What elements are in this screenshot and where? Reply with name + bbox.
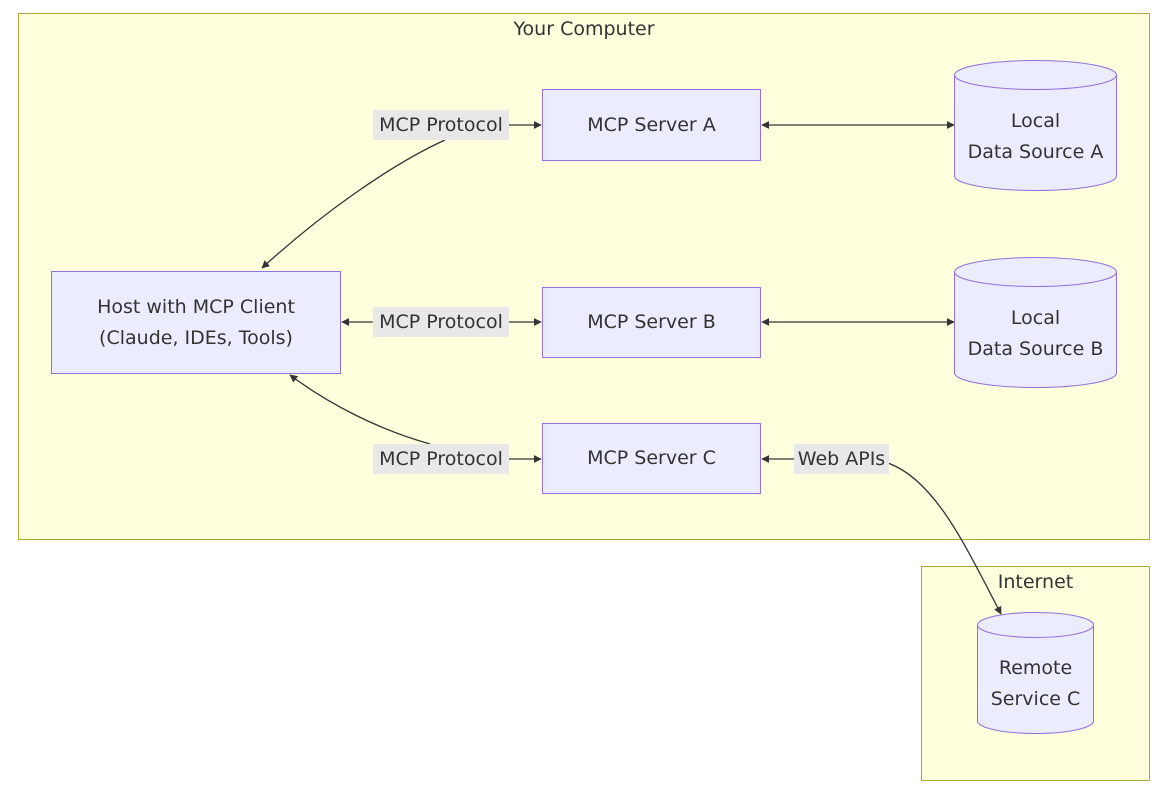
edge-host-to-server-c-curve [289, 374, 431, 445]
edge-host-to-server-a-curve [261, 139, 446, 269]
server-c-node[interactable]: MCP Server C [542, 423, 761, 494]
edge-web-apis-to-remote-c-curve [887, 462, 1002, 615]
host-node[interactable]: Host with MCP Client (Claude, IDEs, Tool… [51, 271, 341, 374]
server-a-node[interactable]: MCP Server A [542, 89, 761, 161]
host-node-line1: Host with MCP Client [97, 295, 295, 318]
server-a-label: MCP Server A [587, 113, 716, 136]
your-computer-title: Your Computer [513, 18, 655, 40]
remote-c-line2: Service C [990, 688, 1081, 710]
source-a-database[interactable]: Local Data Source A [954, 60, 1117, 191]
edge-label-protocol-c: MCP Protocol [373, 444, 509, 474]
edge-label-protocol-a: MCP Protocol [373, 110, 509, 140]
server-b-label: MCP Server B [587, 311, 716, 333]
remote-c-line1: Remote [998, 657, 1073, 679]
edge-label-protocol-b: MCP Protocol [373, 307, 509, 337]
internet-group: Internet [921, 566, 1150, 781]
edge-label-web-apis: Web APIs [794, 444, 889, 474]
source-a-line2: Data Source A [967, 141, 1104, 163]
host-node-line2: (Claude, IDEs, Tools) [99, 326, 293, 349]
internet-title: Internet [997, 571, 1074, 593]
source-b-line2: Data Source B [967, 338, 1104, 360]
source-b-database[interactable]: Local Data Source B [954, 257, 1117, 388]
server-b-node[interactable]: MCP Server B [542, 287, 761, 358]
source-a-line1: Local [1010, 110, 1061, 132]
source-b-cylinder-shape [954, 257, 1117, 388]
remote-c-database[interactable]: Remote Service C [977, 611, 1094, 735]
source-b-line1: Local [1010, 307, 1061, 329]
source-a-cylinder-shape [954, 60, 1117, 191]
remote-c-cylinder-shape [977, 612, 1094, 734]
server-c-label: MCP Server C [587, 447, 716, 469]
